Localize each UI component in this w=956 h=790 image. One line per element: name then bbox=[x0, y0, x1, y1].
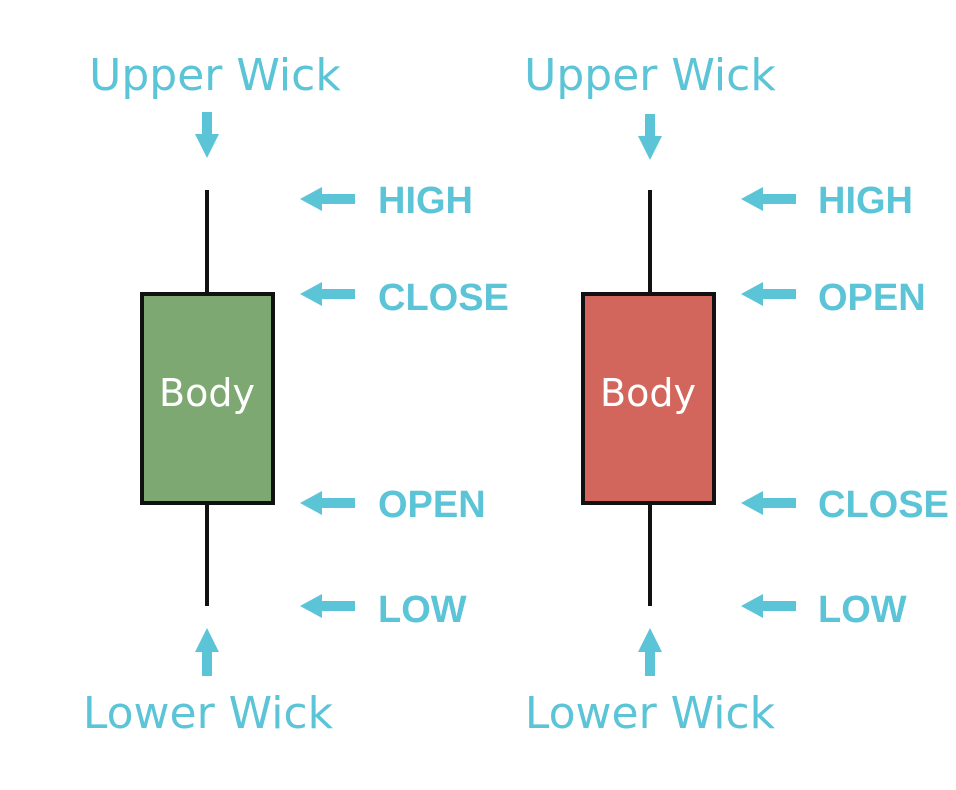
bearish-candle: Upper Wick Body Lower Wick HIGH OPE bbox=[524, 50, 949, 739]
arrow-left-icon bbox=[741, 282, 796, 306]
body-label: Body bbox=[159, 371, 255, 415]
candle-body bbox=[581, 292, 716, 505]
level-label: CLOSE bbox=[378, 277, 509, 319]
level-low: LOW bbox=[300, 589, 467, 631]
arrow-left-icon bbox=[300, 594, 355, 618]
lower-wick-title: Lower Wick bbox=[525, 688, 776, 739]
arrow-down-icon bbox=[638, 114, 662, 160]
upper-wick-title: Upper Wick bbox=[524, 50, 776, 101]
level-label: CLOSE bbox=[818, 484, 949, 526]
level-close: CLOSE bbox=[300, 277, 509, 319]
level-label: LOW bbox=[818, 589, 907, 631]
arrow-left-icon bbox=[300, 491, 355, 515]
level-close: CLOSE bbox=[741, 484, 949, 526]
level-high: HIGH bbox=[741, 180, 913, 222]
level-open: OPEN bbox=[300, 484, 486, 526]
arrow-left-icon bbox=[741, 187, 796, 211]
arrow-up-icon bbox=[195, 628, 219, 676]
level-low: LOW bbox=[741, 589, 907, 631]
arrow-left-icon bbox=[300, 282, 355, 306]
arrow-up-icon bbox=[638, 628, 662, 676]
arrow-down-icon bbox=[195, 112, 219, 158]
level-label: LOW bbox=[378, 589, 467, 631]
arrow-left-icon bbox=[300, 187, 355, 211]
body-label: Body bbox=[600, 371, 696, 415]
level-label: HIGH bbox=[378, 180, 473, 222]
level-label: OPEN bbox=[378, 484, 486, 526]
level-label: HIGH bbox=[818, 180, 913, 222]
level-open: OPEN bbox=[741, 277, 926, 319]
arrow-left-icon bbox=[741, 491, 796, 515]
bullish-candle: Upper Wick Body Lower Wick HIGH CLO bbox=[83, 50, 509, 739]
level-label: OPEN bbox=[818, 277, 926, 319]
level-high: HIGH bbox=[300, 180, 473, 222]
lower-wick-title: Lower Wick bbox=[83, 688, 334, 739]
arrow-left-icon bbox=[741, 594, 796, 618]
upper-wick-title: Upper Wick bbox=[89, 50, 341, 101]
